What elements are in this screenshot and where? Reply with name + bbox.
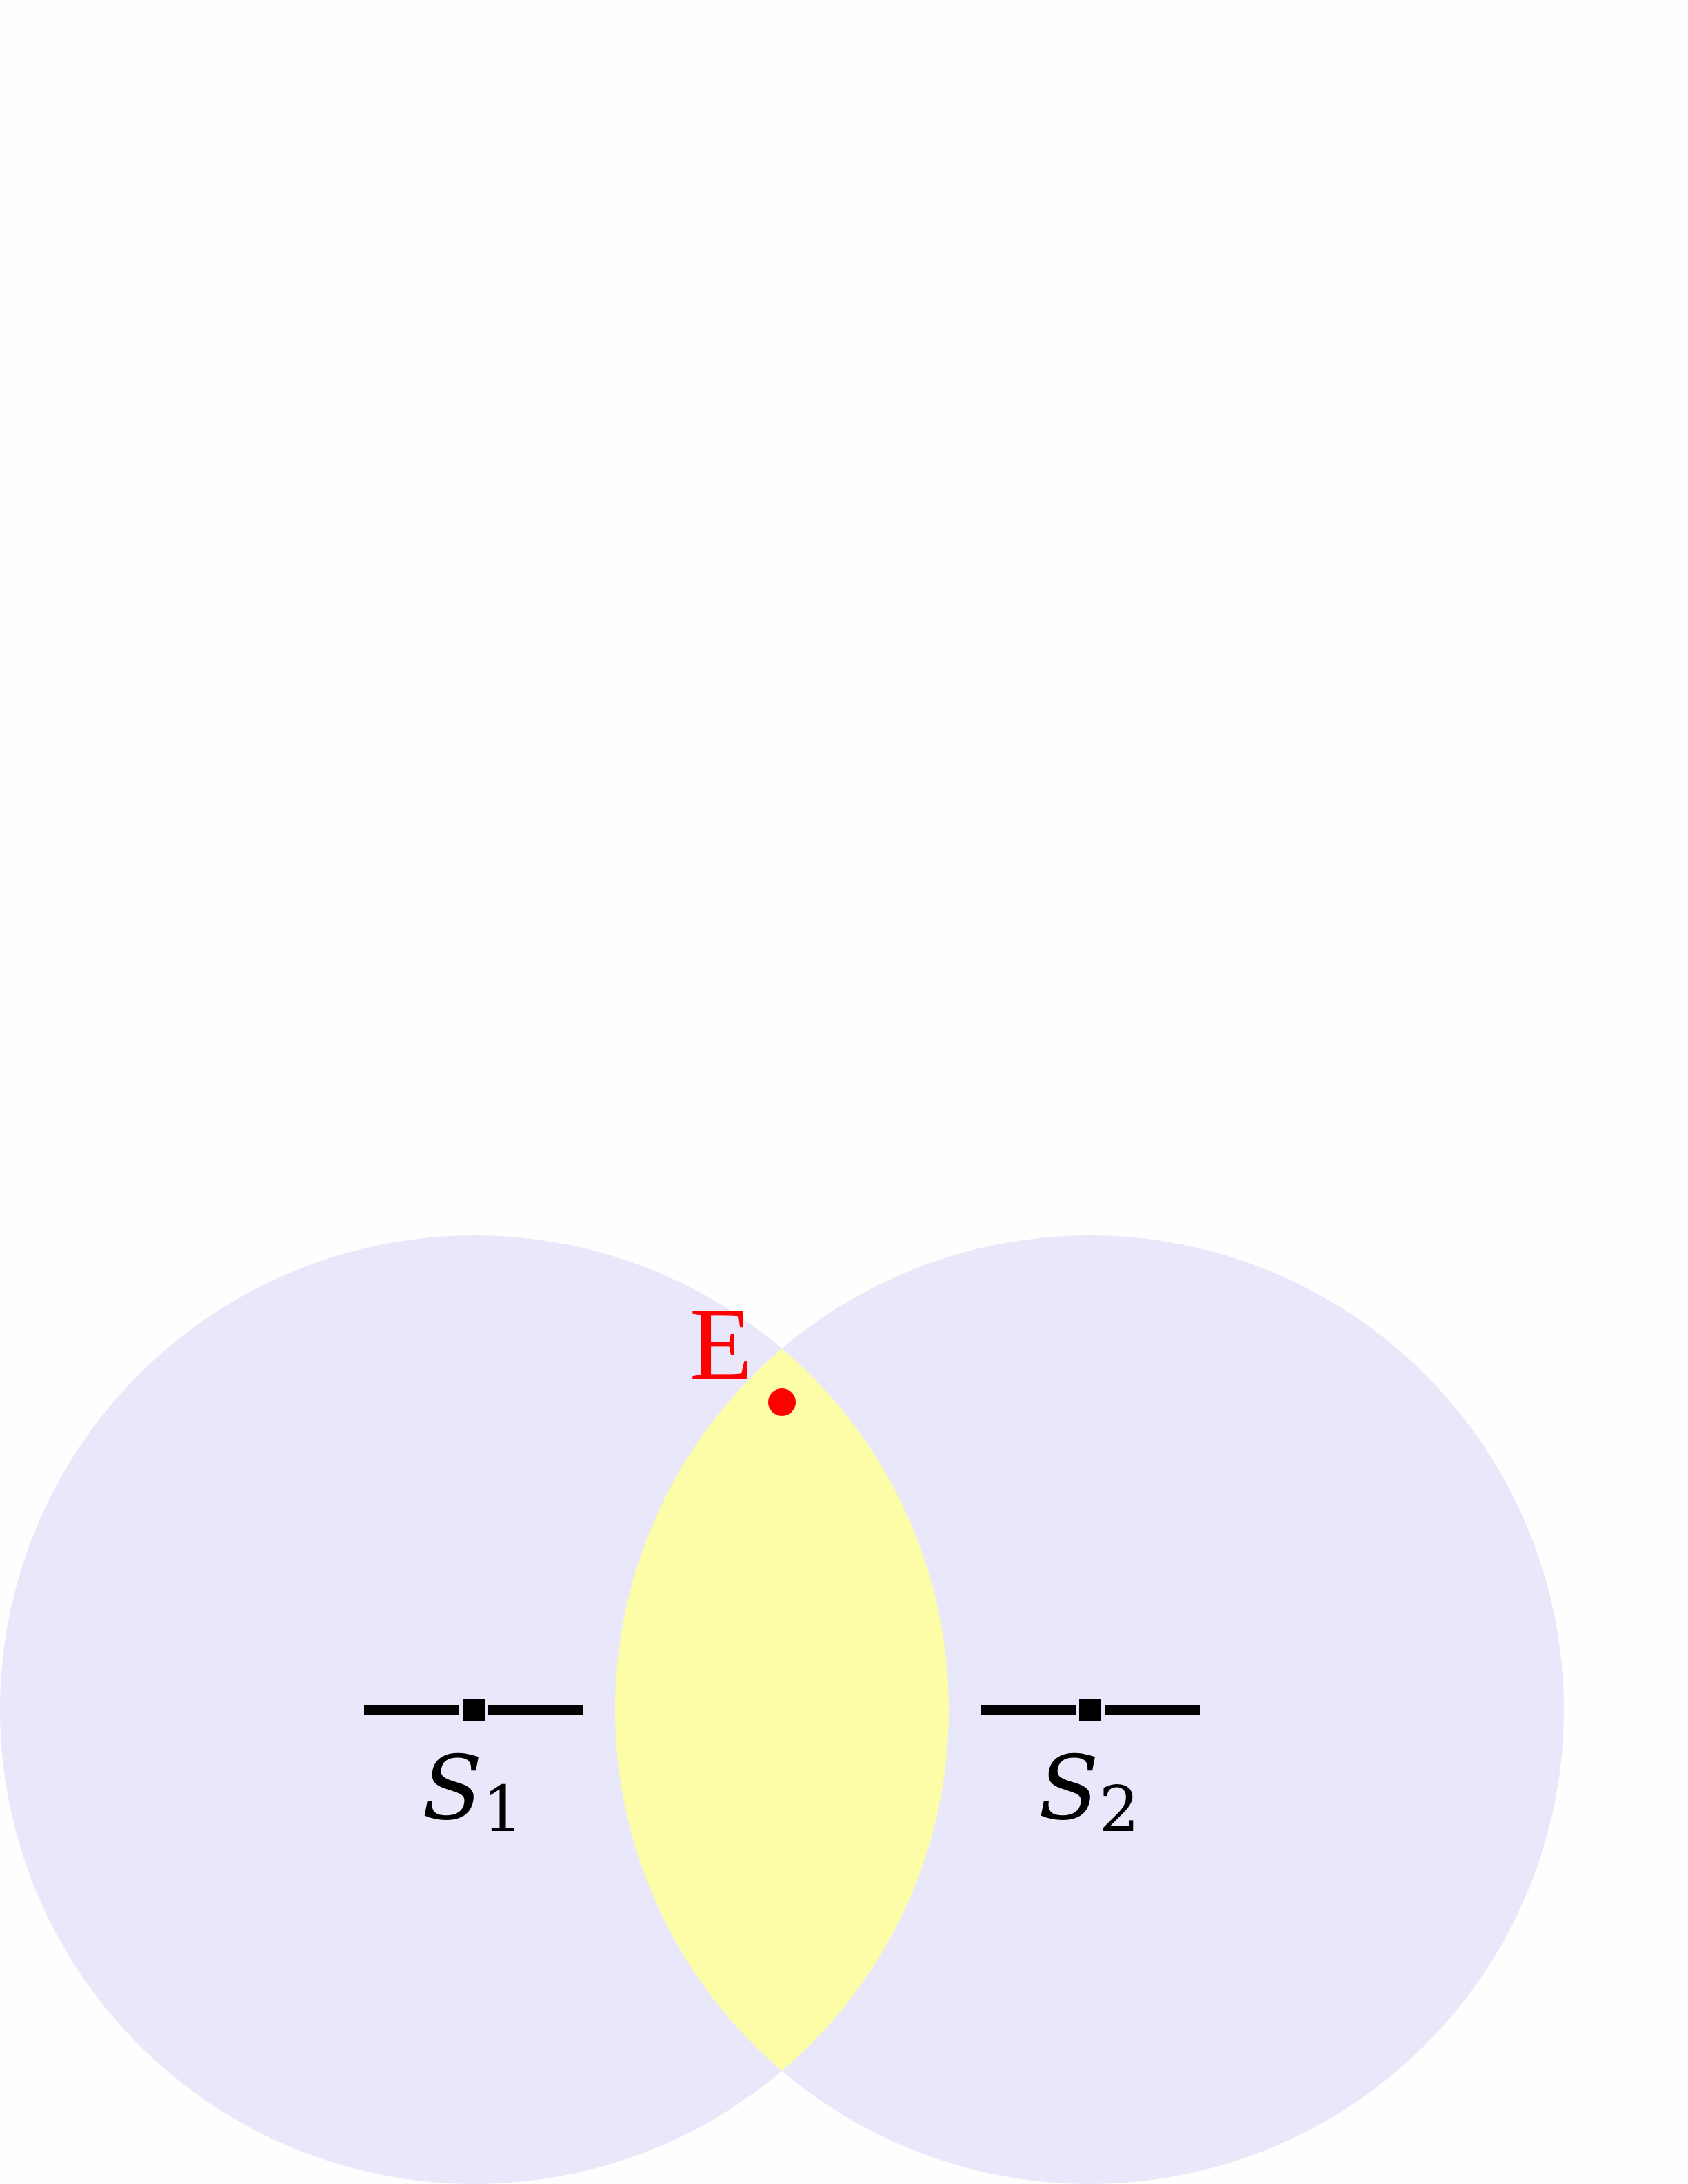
sensor-s2: S2	[981, 1699, 1200, 1846]
sensor-s1-symbol: S	[422, 1737, 483, 1840]
sensor-s1-marker	[463, 1699, 485, 1721]
point-e-label: E	[690, 1287, 753, 1402]
overlap-region	[615, 1235, 949, 2184]
point-e-marker	[768, 1388, 796, 1416]
sensor-s1-label: S1	[422, 1737, 523, 1846]
sensor-s2-label: S2	[1038, 1737, 1139, 1846]
point-e: E	[690, 1287, 796, 1416]
sensor-s2-symbol: S	[1038, 1737, 1099, 1840]
sensor-s2-subscript: 2	[1099, 1772, 1140, 1846]
sensor-s1-subscript: 1	[483, 1772, 523, 1846]
sensor-s2-marker	[1079, 1699, 1101, 1721]
sensor-s1: S1	[364, 1699, 583, 1846]
